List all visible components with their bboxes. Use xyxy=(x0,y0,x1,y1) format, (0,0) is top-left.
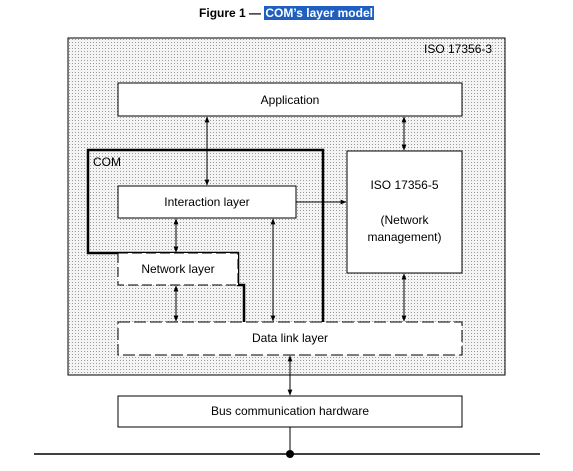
application-label: Application xyxy=(260,93,320,107)
application-box xyxy=(117,82,463,117)
data-link-layer-label: Data link layer xyxy=(251,331,329,345)
data-link-layer-box xyxy=(117,321,463,356)
bus-hardware-label: Bus communication hardware xyxy=(210,404,370,418)
iso-17356-3-label: ISO 17356-3 xyxy=(424,42,493,56)
bus-hardware-box xyxy=(117,395,463,428)
caption-prefix: Figure 1 — xyxy=(199,6,265,20)
bus-node xyxy=(286,450,294,458)
network-mgmt-line1: ISO 17356-5 xyxy=(370,178,439,192)
network-mgmt-line3: management) xyxy=(367,230,442,244)
com-label: COM xyxy=(93,155,121,169)
network-management-box xyxy=(346,150,463,274)
network-layer-border xyxy=(117,252,239,286)
interaction-layer-label: Interaction layer xyxy=(164,195,250,209)
caption-highlight: COM’s layer model xyxy=(264,6,374,20)
network-layer-label: Network layer xyxy=(141,262,215,276)
figure-caption: Figure 1 — COM’s layer model xyxy=(0,6,573,20)
network-layer-box xyxy=(118,253,238,285)
network-mgmt-line2: (Network xyxy=(380,213,429,227)
